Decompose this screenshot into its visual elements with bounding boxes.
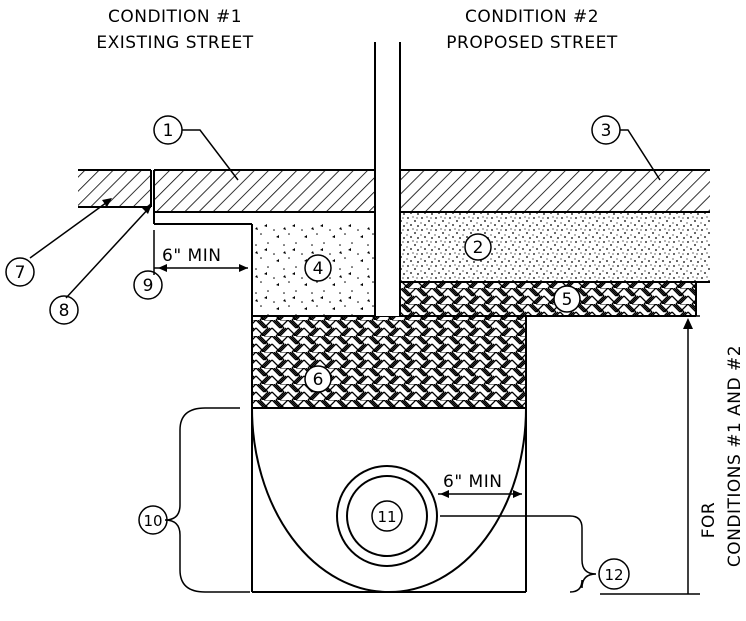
- svg-text:6: 6: [313, 370, 324, 390]
- side-clearance-label: 6" MIN: [162, 246, 221, 266]
- callout-10: 10: [138, 505, 168, 535]
- header-left-line1: CONDITION #1: [108, 7, 242, 27]
- svg-text:1: 1: [163, 121, 174, 141]
- callout-12: 12: [598, 558, 630, 590]
- callout-7: 7: [5, 257, 35, 287]
- leader-lines: [29, 129, 661, 299]
- svg-text:3: 3: [601, 121, 612, 141]
- brace-10: [164, 407, 250, 593]
- callout-11: 11: [371, 500, 403, 532]
- trench-backfill: [252, 315, 696, 409]
- callout-4: 4: [304, 254, 332, 282]
- svg-text:7: 7: [15, 263, 26, 283]
- svg-text:2: 2: [473, 238, 484, 258]
- svg-text:9: 9: [143, 276, 154, 296]
- brace-12: [440, 515, 597, 593]
- callout-5: 5: [553, 285, 581, 313]
- svg-text:8: 8: [59, 301, 70, 321]
- pipe: [336, 465, 438, 567]
- base-course-layer: [400, 212, 710, 283]
- svg-text:4: 4: [313, 259, 324, 279]
- callout-2: 2: [464, 233, 492, 261]
- callout-1: 1: [153, 115, 183, 145]
- vertical-dimension: FOR CONDITIONS #1 AND #2: [528, 315, 745, 595]
- existing-pavement-left: [78, 169, 152, 208]
- svg-text:10: 10: [143, 512, 162, 530]
- vertical-dimension-label-2: CONDITIONS #1 AND #2: [725, 345, 745, 567]
- svg-text:11: 11: [377, 508, 396, 526]
- header-left-line2: EXISTING STREET: [96, 33, 253, 53]
- callout-3: 3: [591, 115, 621, 145]
- pipe-bedding-zone: [251, 316, 527, 593]
- pipe-clearance-dimension: 6" MIN: [438, 472, 522, 498]
- svg-text:5: 5: [562, 290, 573, 310]
- pavement-surface-layer: [153, 169, 710, 225]
- header-right-line2: PROPOSED STREET: [446, 33, 618, 53]
- vertical-dimension-label-1: FOR: [699, 502, 719, 538]
- utility-post: [374, 42, 401, 316]
- pipe-clearance-label: 6" MIN: [443, 472, 502, 492]
- svg-text:12: 12: [604, 566, 623, 584]
- side-clearance-dimension: 6" MIN: [153, 230, 248, 275]
- callout-9: 9: [133, 270, 163, 300]
- callout-8: 8: [49, 295, 79, 325]
- subbase-layer: [400, 282, 697, 316]
- callout-6: 6: [304, 365, 332, 393]
- header-right-line1: CONDITION #2: [465, 7, 599, 27]
